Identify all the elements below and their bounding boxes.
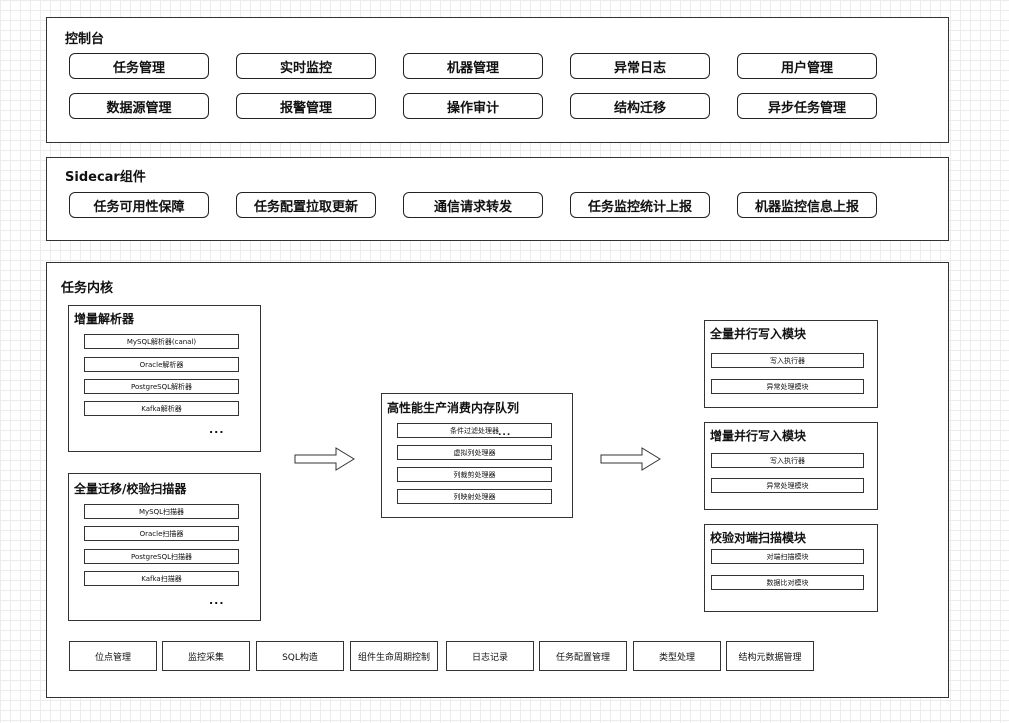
incremental-parser-box: 增量解析器 MySQL解析器(canal) Oracle解析器 PostgreS… [68,305,261,452]
console-item-user-management: 用户管理 [737,53,877,79]
sidecar-item-availability: 任务可用性保障 [69,192,209,218]
console-panel: 控制台 任务管理 实时监控 机器管理 异常日志 用户管理 数据源管理 报警管理 … [46,17,949,143]
scanner-item-postgresql: PostgreSQL扫描器 [84,549,239,564]
sidecar-title: Sidecar组件 [65,170,146,185]
console-item-exception-log: 异常日志 [570,53,710,79]
scanner-item-mysql: MySQL扫描器 [84,504,239,519]
console-item-async-task-management: 异步任务管理 [737,93,877,119]
kernel-panel: 任务内核 增量解析器 MySQL解析器(canal) Oracle解析器 Pos… [46,262,949,698]
queue-item-filter: 条件过滤处理器 [397,423,552,438]
scanner-item-oracle: Oracle扫描器 [84,526,239,541]
verify-item-peer-scan: 对端扫描模块 [711,549,864,564]
queue-ellipsis: ... [498,428,512,438]
queue-item-column-mapping: 列映射处理器 [397,489,552,504]
right-arrow-icon [294,447,355,471]
console-item-schema-migration: 结构迁移 [570,93,710,119]
console-item-operation-audit: 操作审计 [403,93,543,119]
console-item-realtime-monitor: 实时监控 [236,53,376,79]
bottom-item-logging: 日志记录 [446,641,534,671]
scanner-item-kafka: Kafka扫描器 [84,571,239,586]
console-item-task-management: 任务管理 [69,53,209,79]
bottom-item-task-config: 任务配置管理 [539,641,627,671]
parser-more-ellipsis: ... [209,423,225,436]
memory-queue-box: 高性能生产消费内存队列 条件过滤处理器 虚拟列处理器 列裁剪处理器 列映射处理器… [381,393,573,518]
scanner-more-ellipsis: ... [209,594,225,607]
bottom-item-monitor-collect: 监控采集 [162,641,250,671]
verify-item-data-compare: 数据比对模块 [711,575,864,590]
incr-writer-box: 增量并行写入模块 写入执行器 异常处理模块 [704,422,878,510]
incr-writer-title: 增量并行写入模块 [710,429,807,443]
parser-item-postgresql: PostgreSQL解析器 [84,379,239,394]
incr-writer-item-executor: 写入执行器 [711,453,864,468]
bottom-item-type-handling: 类型处理 [633,641,721,671]
parser-item-oracle: Oracle解析器 [84,357,239,372]
verify-scan-box: 校验对端扫描模块 对端扫描模块 数据比对模块 [704,524,878,612]
full-writer-item-executor: 写入执行器 [711,353,864,368]
incremental-parser-title: 增量解析器 [74,312,135,326]
queue-item-column-prune: 列裁剪处理器 [397,467,552,482]
verify-scan-title: 校验对端扫描模块 [710,531,807,545]
right-arrow-icon [600,447,661,471]
full-writer-title: 全量并行写入模块 [710,327,807,341]
bottom-item-schema-metadata: 结构元数据管理 [726,641,814,671]
memory-queue-title: 高性能生产消费内存队列 [387,401,520,415]
sidecar-item-machine-monitor-report: 机器监控信息上报 [737,192,877,218]
console-item-datasource-management: 数据源管理 [69,93,209,119]
bottom-item-offset-management: 位点管理 [69,641,157,671]
full-writer-box: 全量并行写入模块 写入执行器 异常处理模块 [704,320,878,408]
incr-writer-item-exception: 异常处理模块 [711,478,864,493]
sidecar-item-request-forward: 通信请求转发 [403,192,543,218]
kernel-title: 任务内核 [61,281,114,296]
console-title: 控制台 [65,32,105,47]
sidecar-item-task-monitor-report: 任务监控统计上报 [570,192,710,218]
console-item-alarm-management: 报警管理 [236,93,376,119]
full-scanner-box: 全量迁移/校验扫描器 MySQL扫描器 Oracle扫描器 PostgreSQL… [68,473,261,621]
parser-item-mysql: MySQL解析器(canal) [84,334,239,349]
queue-item-virtual-column: 虚拟列处理器 [397,445,552,460]
parser-item-kafka: Kafka解析器 [84,401,239,416]
bottom-item-sql-build: SQL构造 [256,641,344,671]
bottom-item-lifecycle-control: 组件生命周期控制 [350,641,438,671]
sidecar-panel: Sidecar组件 任务可用性保障 任务配置拉取更新 通信请求转发 任务监控统计… [46,157,949,241]
sidecar-item-config-pull: 任务配置拉取更新 [236,192,376,218]
console-item-machine-management: 机器管理 [403,53,543,79]
full-writer-item-exception: 异常处理模块 [711,379,864,394]
full-scanner-title: 全量迁移/校验扫描器 [74,482,187,496]
